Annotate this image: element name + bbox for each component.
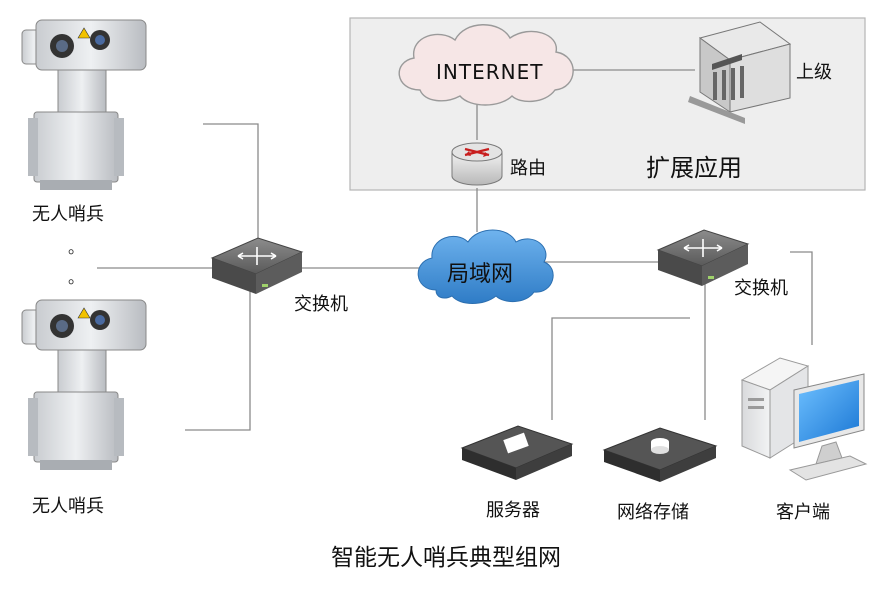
- extension-box-label: 扩展应用: [646, 154, 742, 182]
- internet-label: INTERNET: [436, 60, 544, 84]
- ellipsis-dot-2: 。: [68, 268, 85, 287]
- diagram-caption: 智能无人哨兵典型组网: [331, 545, 561, 571]
- ellipsis-dot-1: 。: [68, 238, 85, 257]
- storage-label: 网络存储: [617, 502, 689, 523]
- client-label: 客户端: [776, 502, 830, 523]
- sentinel-top-camera-icon: [21, 19, 147, 190]
- lan-cloud: [417, 229, 554, 304]
- connection-lines: [97, 69, 813, 431]
- switch-right-label: 交换机: [734, 278, 788, 299]
- lan-label: 局域网: [447, 262, 514, 287]
- router-icon: [451, 142, 503, 186]
- switch-right-icon: [656, 229, 750, 286]
- network-storage-icon: [602, 427, 718, 482]
- server-label: 服务器: [486, 500, 540, 521]
- internet-cloud: [398, 24, 574, 106]
- switch-left-icon: [210, 237, 304, 294]
- sentinel-bottom-label: 无人哨兵: [32, 496, 104, 517]
- server-icon: [460, 425, 574, 480]
- client-pc-icon: [740, 357, 868, 481]
- sentinel-top-label: 无人哨兵: [32, 204, 104, 225]
- superior-building-icon: [688, 21, 792, 124]
- switch-left-label: 交换机: [294, 294, 348, 315]
- sentinel-bottom-camera-icon: [21, 299, 147, 470]
- superior-label: 上级: [796, 62, 832, 83]
- router-label: 路由: [510, 158, 546, 179]
